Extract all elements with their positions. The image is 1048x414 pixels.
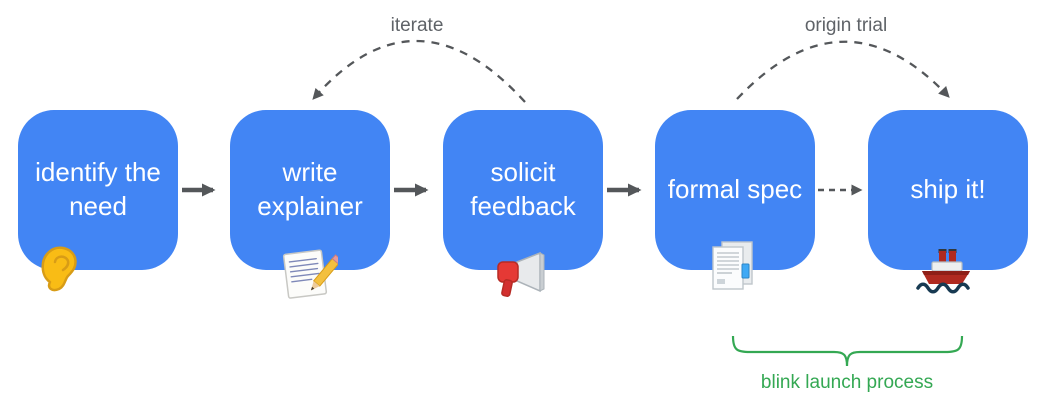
memo-icon	[278, 246, 343, 308]
step-label: ship it!	[910, 174, 986, 205]
step-identify-the-need: identify the need	[18, 110, 178, 270]
blink-launch-brace	[731, 335, 964, 367]
step-solicit-feedback: solicit feedback	[443, 110, 603, 270]
iterate-label: iterate	[390, 15, 444, 36]
step-label: solicit feedback	[470, 157, 576, 221]
ear-icon	[34, 242, 88, 298]
step-write-explainer: write explainer	[230, 110, 390, 270]
document-icon	[702, 238, 764, 304]
step-label: identify the need	[35, 157, 161, 221]
step-label: formal spec	[667, 174, 803, 205]
step-label: write explainer	[257, 157, 363, 221]
ship-icon	[914, 246, 978, 302]
origin-trial-label: origin trial	[804, 15, 888, 36]
arc-origin-trial	[736, 40, 950, 100]
megaphone-icon	[490, 250, 548, 306]
arc-iterate	[312, 39, 526, 103]
step-ship-it: ship it!	[868, 110, 1028, 270]
blink-launch-process-label: blink launch process	[760, 372, 934, 393]
